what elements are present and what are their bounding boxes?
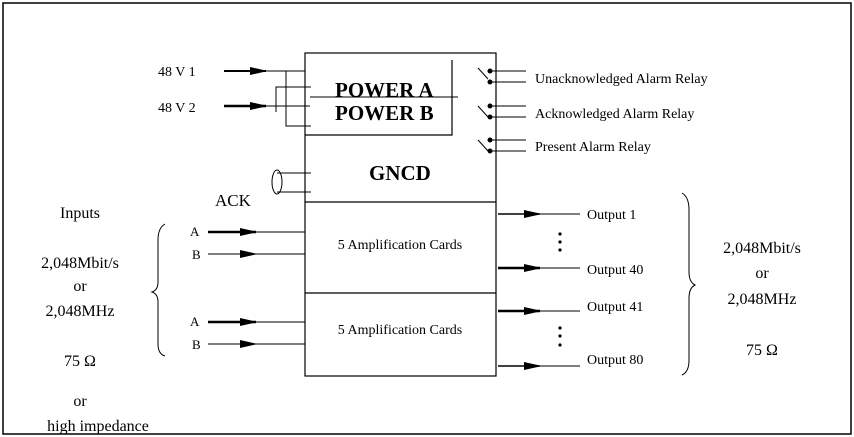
main-unit-box [304,52,497,377]
power-input-1-label: 48 V 1 [158,65,196,80]
power-b-label: POWER B [335,101,434,125]
outputs-rate: 2,048Mbit/s [723,240,801,257]
input-group-2-b-label: B [192,337,201,352]
output-80-label: Output 80 [587,353,643,368]
relay-acknowledged [477,103,526,120]
power-cross-wire-2 [275,86,311,112]
output-41-label: Output 41 [587,300,643,315]
ellipsis-dot [558,334,562,338]
output-1-label: Output 1 [587,208,636,223]
card-group-1-label: 5 Amplification Cards [338,238,462,253]
gncd-label: GNCD [369,161,431,185]
inputs-or-1: or [73,278,87,295]
inputs-title: Inputs [60,205,100,222]
ellipsis-dot [558,240,562,244]
inputs-freq: 2,048MHz [46,303,115,320]
relay-label-acknowledged: Acknowledged Alarm Relay [535,107,694,122]
outputs-impedance: 75 Ω [746,342,778,359]
inputs-or-2: or [73,393,87,410]
ellipsis-dot [558,343,562,347]
ellipsis-dot [558,232,562,236]
power-input-2-label: 48 V 2 [158,101,196,116]
outputs-brace [681,192,697,376]
input-group-1-a-label: A [190,224,200,239]
outputs-freq: 2,048MHz [728,291,797,308]
ellipsis-dot [558,326,562,330]
relay-unacknowledged [477,67,526,85]
power-cross-wire-1 [285,71,311,127]
inputs-brace [150,223,166,357]
output-40-label: Output 40 [587,263,643,278]
inputs-alt-impedance: high impedance [47,418,149,435]
card-group-2-label: 5 Amplification Cards [338,323,462,338]
power-a-label: POWER A [335,78,434,102]
input-group-2-a-label: A [190,314,200,329]
power-module-box [305,60,453,136]
input-group-1-b-label: B [192,247,201,262]
relay-label-unacknowledged: Unacknowledged Alarm Relay [535,72,708,87]
inputs-impedance: 75 Ω [64,353,96,370]
inputs-rate: 2,048Mbit/s [41,255,119,272]
relay-present [477,137,526,154]
ack-label: ACK [215,191,252,210]
ellipsis-dot [558,248,562,252]
outputs-or: or [755,265,769,282]
relay-label-present: Present Alarm Relay [535,140,651,155]
ack-connector-icon [271,169,283,195]
